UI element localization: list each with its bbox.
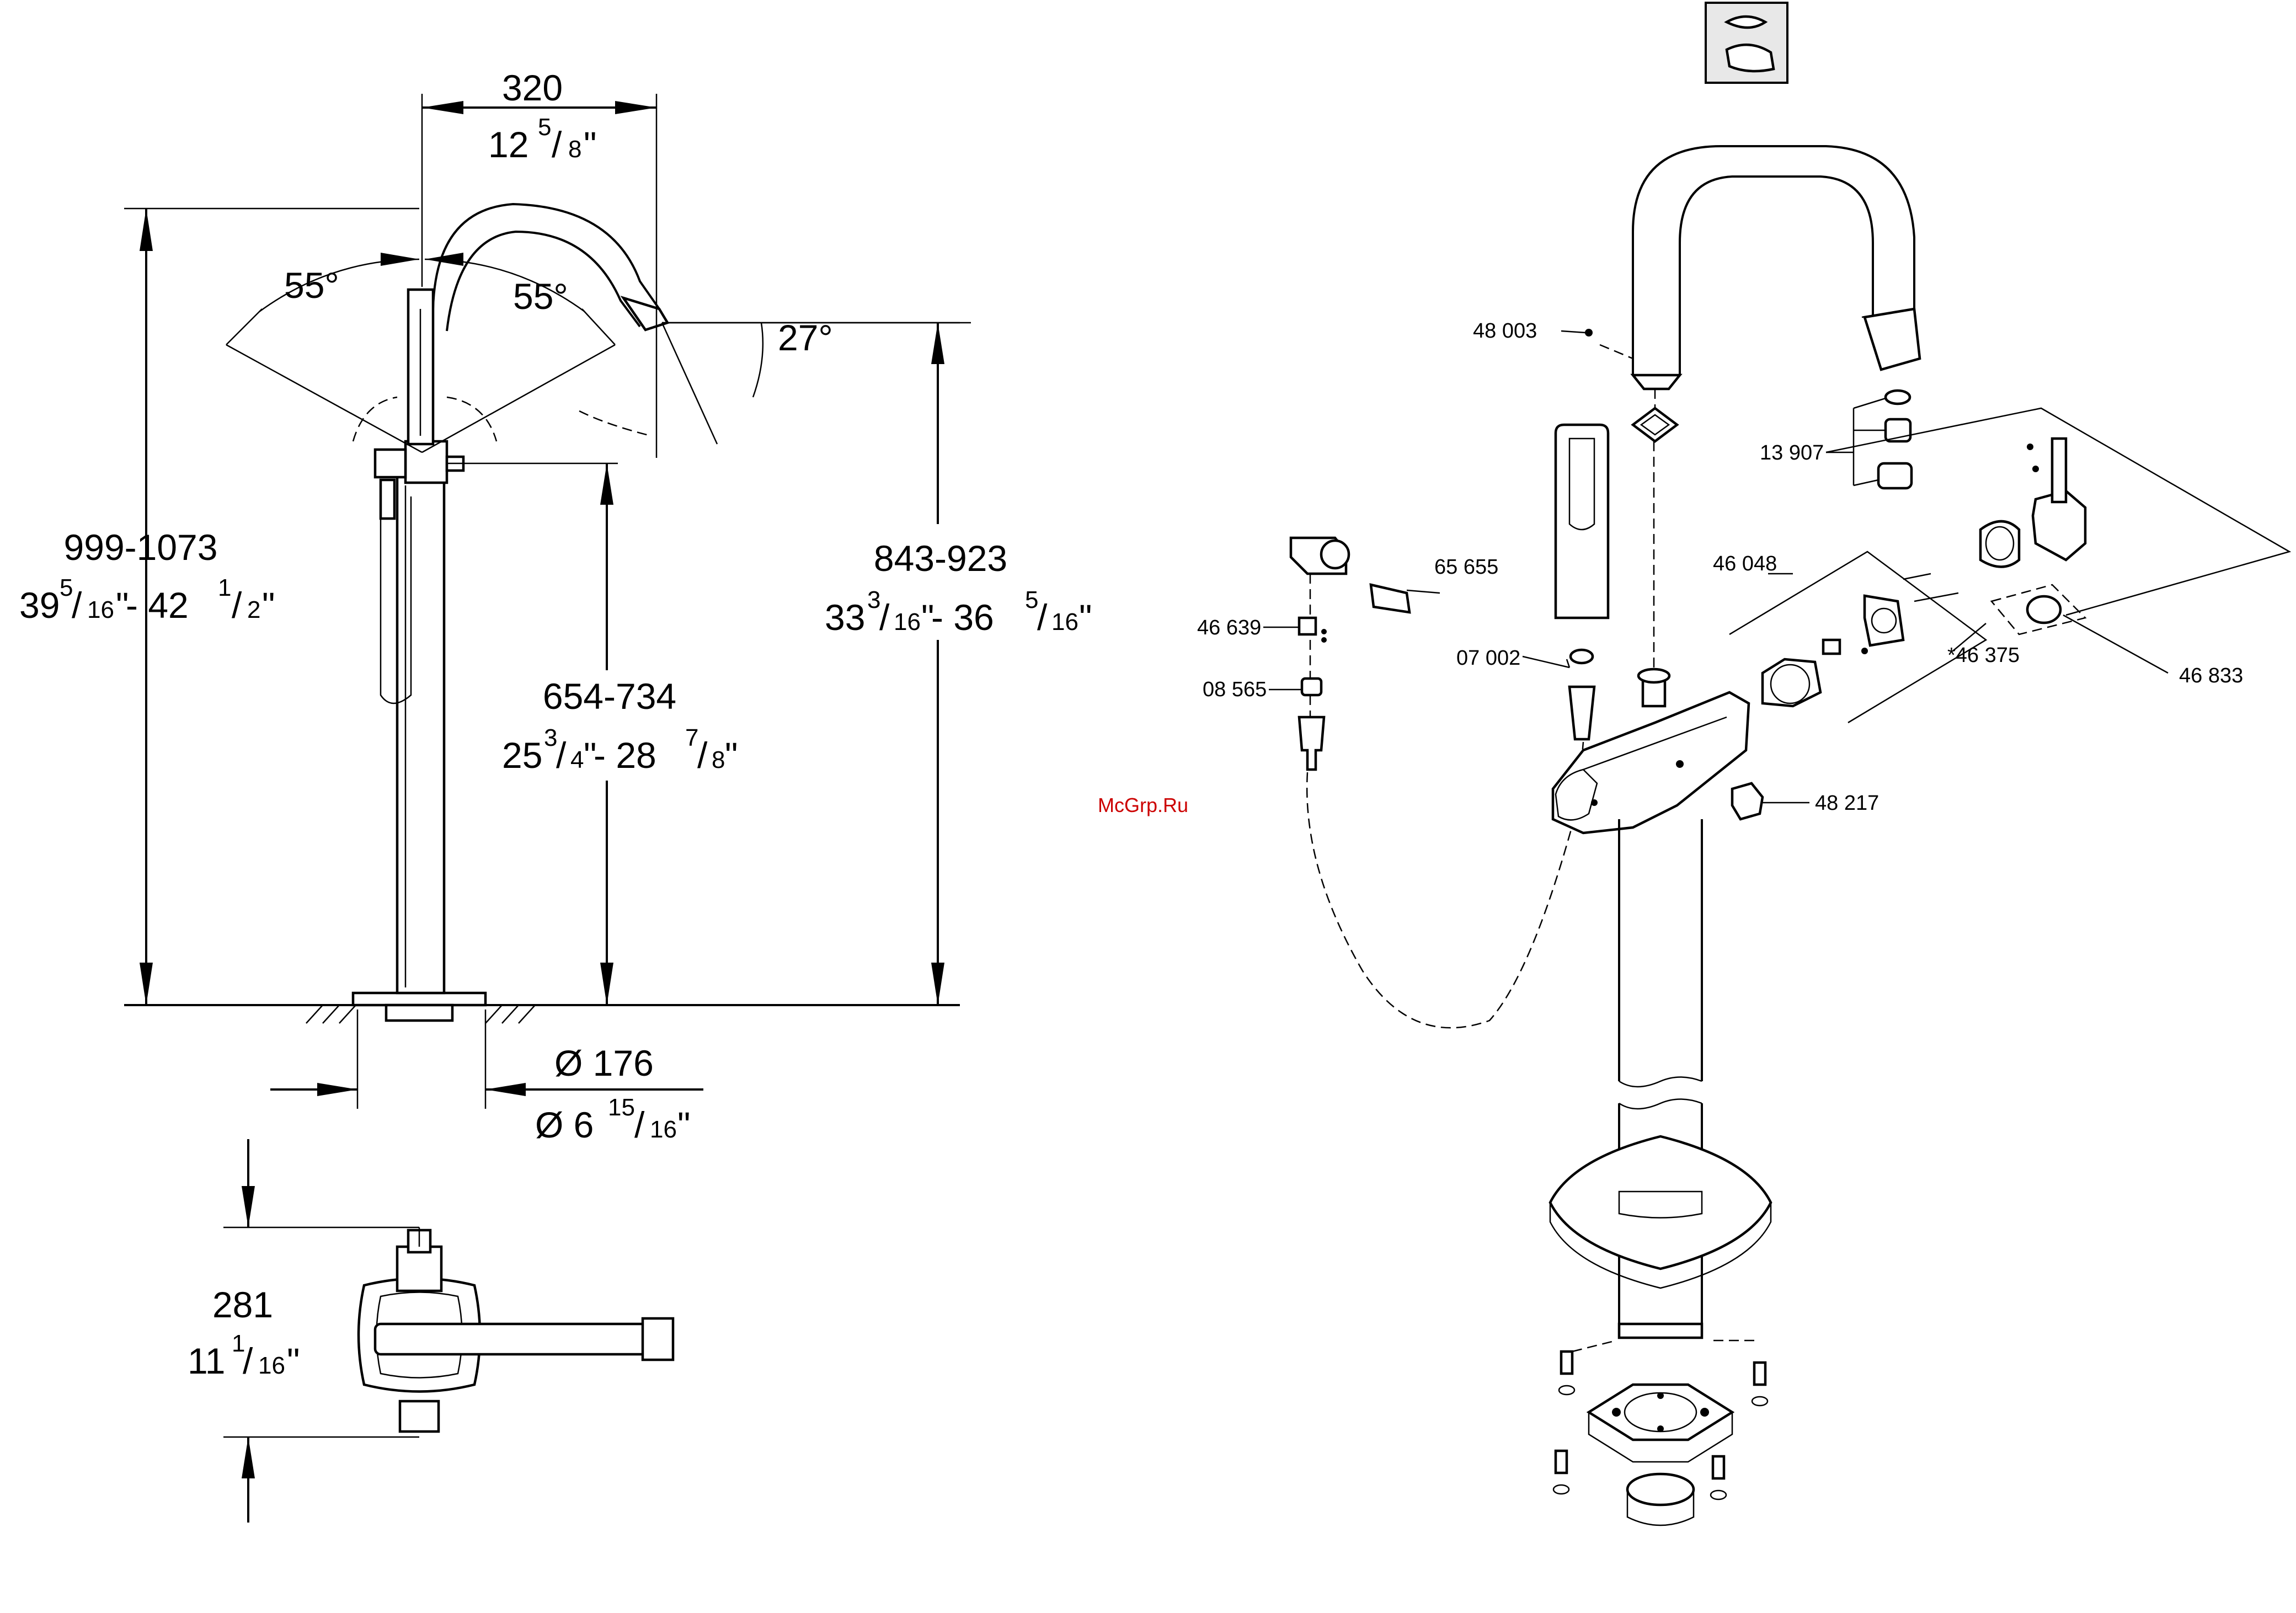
fraction-slash: / [697, 735, 708, 776]
total-height-in-b-num: 1 [218, 574, 231, 601]
cartridge-nut [1865, 596, 1903, 645]
fraction-slash: / [72, 585, 82, 626]
lower-height-in-b-num: 7 [685, 724, 698, 751]
lever-rod [2052, 439, 2066, 502]
threaded-ring [1627, 1474, 1694, 1505]
spout-height-in-a: 33 [825, 597, 865, 638]
diameter-in-whole: Ø 6 [535, 1104, 594, 1145]
diameter-in-den: 16 [650, 1116, 677, 1143]
hose-path [1307, 742, 1583, 1028]
shower-washer [1571, 650, 1593, 663]
fraction-slash: / [1037, 597, 1048, 638]
part-label-46375: *46 375 [1947, 644, 2020, 667]
lower-height-in-a-num: 3 [544, 724, 557, 751]
nut-48217 [1732, 783, 1763, 819]
reach-in-whole: 12 [488, 124, 528, 165]
hose-fitting [1299, 717, 1324, 770]
lower-height-in-b-den: 8 [712, 746, 725, 773]
part-label-08565: 08 565 [1203, 678, 1267, 701]
inch-mark: " [287, 1340, 300, 1381]
side-elevation: 320 12 5 / 8 " 55° 55° 27° 999-1073 39 5… [19, 67, 1098, 1145]
base-flange [386, 1005, 452, 1021]
inch-mark: " [725, 735, 738, 776]
spout-height-in-b: - 36 [931, 597, 994, 638]
total-height-in-b: - 42 [126, 585, 189, 626]
plug-46639 [1299, 618, 1316, 634]
fraction-slash: / [556, 735, 567, 776]
depth-in-whole: 11 [188, 1340, 226, 1381]
total-height-in-a: 39 [19, 585, 60, 626]
depth-mm: 281 [212, 1284, 273, 1325]
top-view: 281 11 1 / 16 " [188, 1139, 673, 1523]
valve-body [405, 441, 447, 483]
top-spout-tip [643, 1318, 673, 1360]
nipple-08565 [1302, 679, 1321, 695]
cartridge-stem [1823, 640, 1840, 654]
part-46375-ring [2027, 596, 2060, 623]
part-label-46639: 46 639 [1197, 616, 1261, 639]
watermark: McGrp.Ru [1098, 794, 1188, 816]
gasket [1633, 408, 1677, 441]
inch-mark: " [677, 1104, 690, 1145]
spout-angle-line [662, 323, 717, 444]
reach-mm-label: 320 [502, 67, 563, 108]
exploded-column [1619, 819, 1702, 1081]
aerator-housing [1878, 463, 1911, 488]
spout-height-in-b-num: 5 [1025, 586, 1038, 613]
part-label-07002: 07 002 [1456, 647, 1520, 670]
total-height-mm: 999-1073 [64, 527, 218, 568]
lower-height-in-b: - 28 [594, 735, 656, 776]
top-holder [400, 1401, 439, 1432]
part-label-46048: 46 048 [1713, 552, 1777, 575]
swivel-outer-arc [579, 411, 651, 436]
aerator-ring [1886, 391, 1910, 404]
inch-mark: " [1079, 597, 1092, 638]
fraction-slash: / [634, 1104, 645, 1145]
spout-angle-arc [753, 323, 763, 397]
diameter-mm: Ø 176 [554, 1043, 654, 1083]
spout-height-in-a-num: 3 [867, 586, 880, 613]
reach-in-den: 8 [568, 136, 581, 163]
total-height-in-a-den: 16 [87, 596, 114, 623]
handle-knob [381, 480, 394, 519]
spout-outlet [1865, 309, 1920, 370]
reach-in-mark: " [584, 124, 596, 165]
part-label-46833: 46 833 [2179, 664, 2243, 687]
spout-height-in-a-den: 16 [894, 608, 921, 635]
exploded-view: 48 003 13 907 07 002 65 655 46 639 [1197, 3, 2289, 1525]
swivel-dim-left [259, 259, 419, 312]
exploded-escutcheon [1550, 1136, 1771, 1269]
swivel-left-label: 55° [284, 265, 339, 306]
total-height-in-a-num: 5 [60, 574, 73, 601]
holder [375, 450, 405, 477]
spout-height-mm: 843-923 [874, 538, 1007, 579]
total-height-in-b-den: 2 [247, 596, 260, 623]
column [397, 474, 444, 993]
part-label-48217: 48 217 [1815, 792, 1879, 815]
part-label-13907: 13 907 [1760, 441, 1824, 464]
part-label-65655: 65 655 [1434, 556, 1498, 579]
hose-connector [1569, 687, 1594, 739]
fraction-slash: / [232, 585, 242, 626]
swivel-line-left [226, 345, 422, 452]
exploded-hand-shower [1556, 425, 1608, 618]
reach-in-sep: / [552, 124, 562, 165]
lower-height-mm: 654-734 [543, 676, 676, 717]
reach-in-num: 5 [538, 114, 551, 141]
part-label-48003: 48 003 [1473, 319, 1537, 343]
lower-height-in-a: 25 [502, 735, 542, 776]
spout-height-in-b-den: 16 [1051, 608, 1078, 635]
inch-mark: " [262, 585, 275, 626]
lower-height-in-a-den: 4 [570, 746, 584, 773]
top-spout [375, 1324, 668, 1354]
diameter-in-num: 15 [608, 1094, 635, 1121]
cartridge-65655 [1371, 585, 1409, 612]
fraction-slash: / [243, 1340, 253, 1381]
swivel-right-label: 55° [513, 276, 568, 317]
depth-in-den: 16 [258, 1352, 285, 1379]
fraction-slash: / [879, 597, 890, 638]
base-plate [353, 993, 485, 1005]
